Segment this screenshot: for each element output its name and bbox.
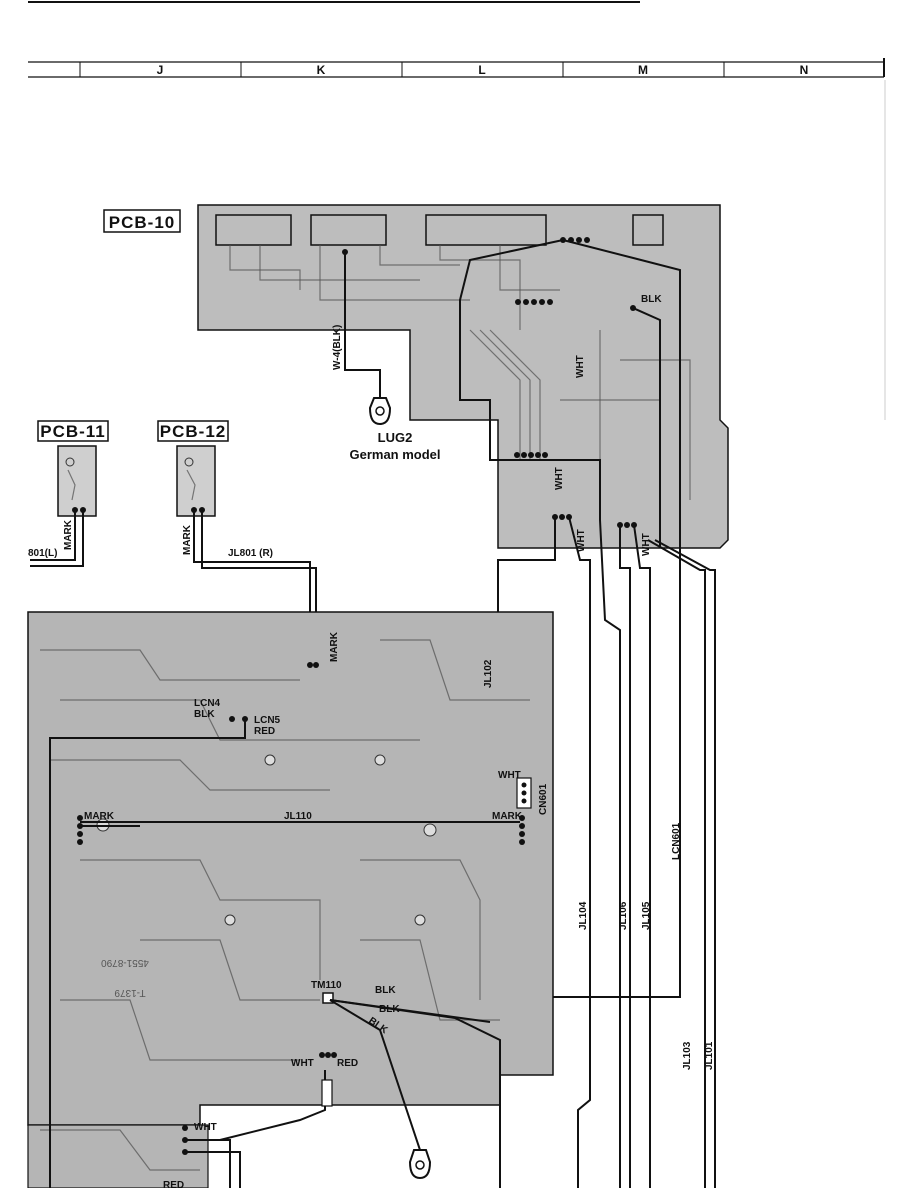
mark-label-pcb12: MARK	[182, 524, 193, 555]
jl801l-label: 801(L)	[28, 548, 57, 559]
jl102-label: JL102	[483, 659, 494, 688]
jl801r-label: JL801 (R)	[228, 548, 273, 559]
german-model-label: German model	[349, 447, 440, 462]
w4-blk-label: W-4(BLK)	[332, 325, 343, 370]
wht-label-bottom: WHT	[291, 1058, 314, 1069]
wht-label-bottom-left: WHT	[194, 1122, 217, 1133]
column-header: J K L M N	[28, 58, 885, 78]
pcb-12-label: PCB-12	[160, 422, 226, 441]
jl101-label: JL101	[704, 1041, 715, 1070]
lcn601-label: LCN601	[671, 822, 682, 860]
jl104-label: JL104	[578, 901, 589, 930]
lcn4-label: LCN4	[194, 698, 221, 709]
wht-label-pcb10-c: WHT	[641, 533, 652, 556]
lug2-label: LUG2	[378, 430, 413, 445]
ground-lug-terminal	[408, 1149, 432, 1180]
wht-label-cn601: WHT	[498, 770, 521, 781]
blk-label-pcb10: BLK	[641, 294, 662, 305]
mark-label-pcb11: MARK	[63, 519, 74, 550]
pcb-11-board	[57, 445, 97, 517]
jl110-label: JL110	[284, 811, 312, 822]
part-number-1: 4551-8790	[101, 957, 149, 968]
lug2-terminal	[368, 397, 392, 426]
mark-label-main-top: MARK	[329, 631, 340, 662]
red-label-bottom: RED	[337, 1058, 358, 1069]
jl103-label: JL103	[682, 1041, 693, 1070]
pcb-10-board	[197, 204, 729, 549]
lcn4-blk-label: BLK	[194, 709, 215, 720]
pcb-12-board	[176, 445, 216, 517]
jl106-label: JL106	[618, 901, 629, 930]
lcn5-label: LCN5	[254, 715, 281, 726]
wht-label-pcb10-d: WHT	[575, 355, 586, 378]
mark-label-right: MARK	[492, 811, 523, 822]
column-label-n: N	[800, 63, 809, 77]
column-label-j: J	[157, 63, 164, 77]
wht-label-pcb10-b: WHT	[576, 529, 587, 552]
cn601-label: CN601	[538, 783, 549, 815]
mark-label-left: MARK	[84, 811, 115, 822]
main-board	[27, 611, 554, 1188]
red-label-bottom-left: RED	[163, 1180, 184, 1188]
lcn5-red-label: RED	[254, 726, 275, 737]
pcb-10-label: PCB-10	[109, 213, 175, 232]
jl105-label: JL105	[641, 901, 652, 930]
part-number-2: T-1379	[114, 987, 146, 998]
tm110-label: TM110	[311, 980, 342, 991]
column-label-m: M	[638, 63, 648, 77]
pcb-11-label: PCB-11	[40, 422, 106, 441]
wht-label-pcb10-a: WHT	[554, 467, 565, 490]
column-label-l: L	[478, 63, 485, 77]
blk-label-tm110-b: BLK	[379, 1004, 400, 1015]
blk-label-tm110-a: BLK	[375, 985, 396, 996]
column-label-k: K	[317, 63, 326, 77]
